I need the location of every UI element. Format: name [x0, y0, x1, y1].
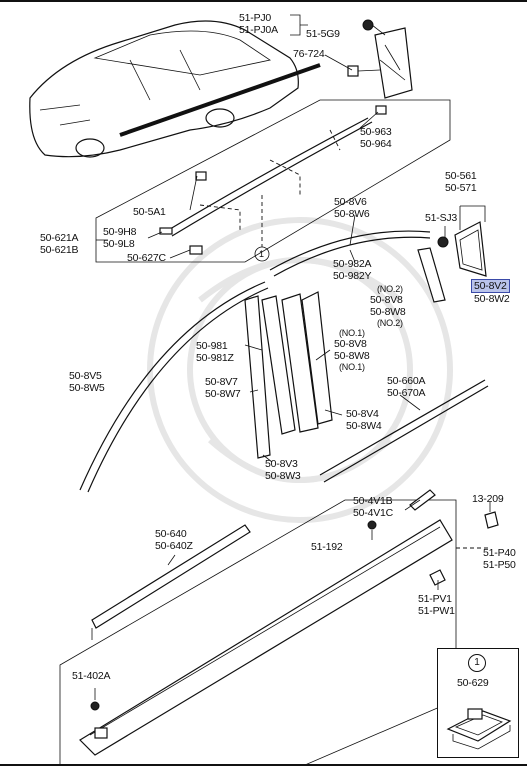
label-13-209: 13-209 [472, 493, 504, 505]
label-50-640: 50-640 50-640Z [155, 528, 193, 552]
screw-13-209 [484, 511, 499, 529]
label-50-8V8-no1: 50-8V8 50-8W8 [334, 338, 370, 362]
car-illustration [29, 20, 321, 158]
label-50-8V4: 50-8V4 50-8W4 [346, 408, 382, 432]
top-rule [0, 0, 527, 2]
sill-clip [94, 727, 108, 739]
label-50-981: 50-981 50-981Z [196, 340, 234, 364]
label-no2-bottom: (NO.2) [377, 318, 403, 328]
label-50-9H8: 50-9H8 50-9L8 [103, 226, 137, 250]
belt-molding [319, 379, 486, 476]
long-drip-molding [79, 281, 266, 491]
label-50-8V7: 50-8V7 50-8W7 [205, 376, 241, 400]
label-no2-top: (NO.2) [377, 284, 403, 294]
label-50-627C: 50-627C [127, 252, 166, 264]
label-circle-1: 1 [259, 249, 264, 259]
label-50-8W2: 50-8W2 [474, 293, 510, 305]
label-50-660A: 50-660A 50-670A [387, 375, 426, 399]
pillar-front [244, 295, 271, 459]
upper-frame-molding [269, 230, 431, 271]
label-50-4V1B: 50-4V1B 50-4V1C [353, 495, 394, 519]
door-bracket [347, 19, 413, 99]
label-76-724: 76-724 [293, 48, 325, 60]
inset-label-50-629: 50-629 [457, 677, 489, 689]
label-50-8V2-highlighted[interactable]: 50-8V2 [471, 279, 510, 293]
label-50-8V6: 50-8V6 50-8W6 [334, 196, 370, 220]
roof-molding [164, 117, 369, 233]
label-51-5G9: 51-5G9 [306, 28, 340, 40]
label-50-561: 50-561 50-571 [445, 170, 477, 194]
rocker-molding [91, 524, 251, 629]
inset-detail-box: 1 50-629 [437, 648, 519, 758]
label-51-PV1: 51-PV1 51-PW1 [418, 593, 455, 617]
label-51-P40: 51-P40 51-P50 [483, 547, 516, 571]
inset-circle-1: 1 [468, 654, 486, 672]
label-51-402A: 51-402A [72, 670, 111, 682]
inset-clip-drawing [446, 708, 512, 750]
clip-51-192 [367, 520, 377, 530]
roof-molding-group-box [95, 99, 451, 263]
side-sill-garnish [79, 519, 453, 756]
label-no1-top: (NO.1) [339, 328, 365, 338]
label-50-621A: 50-621A 50-621B [40, 232, 79, 256]
label-50-8V8-no2: 50-8V8 50-8W8 [370, 294, 406, 318]
label-51-PJ0: 51-PJ0 51-PJ0A [239, 12, 278, 36]
label-50-963: 50-963 50-964 [360, 126, 392, 150]
label-51-192: 51-192 [311, 541, 343, 553]
label-51-SJ3: 51-SJ3 [425, 212, 458, 224]
label-no1-bottom: (NO.1) [339, 362, 365, 372]
pillar-middle [261, 295, 296, 435]
label-50-5A1: 50-5A1 [133, 206, 166, 218]
pillar-rear [281, 293, 319, 433]
label-50-8V3: 50-8V3 50-8W3 [265, 458, 301, 482]
window-seal [454, 221, 487, 277]
label-50-8V5: 50-8V5 50-8W5 [69, 370, 105, 394]
watermark-emblem [147, 217, 453, 523]
label-50-982A: 50-982A 50-982Y [333, 258, 372, 282]
bottom-rule [0, 764, 527, 766]
rear-pillar-garnish [417, 247, 446, 303]
